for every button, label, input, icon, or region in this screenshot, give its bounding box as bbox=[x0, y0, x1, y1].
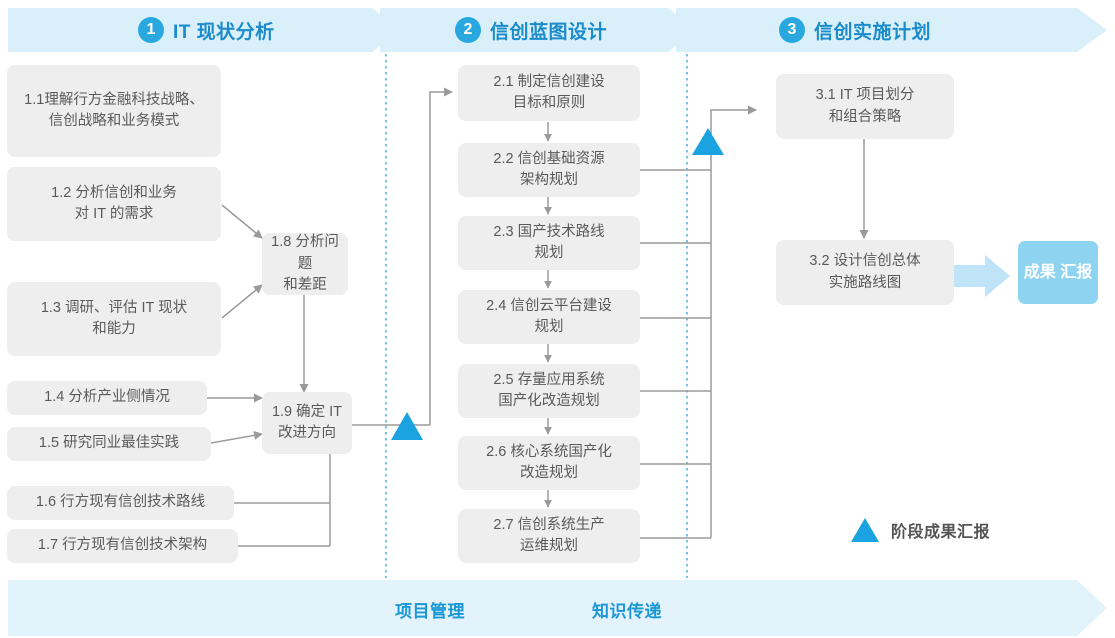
task-1-7-line-1: 1.7 行方现有信创技术架构 bbox=[37, 537, 208, 554]
task-box-2-3[interactable]: 2.3 国产技术路线 规划 bbox=[458, 216, 640, 270]
task-box-2-2[interactable]: 2.2 信创基础资源 架构规划 bbox=[458, 143, 640, 197]
task-2-6-line-1: 2.6 核心系统国产化 bbox=[486, 443, 612, 460]
task-box-1-1[interactable]: 1.1理解行方金融科技战略、 信创战略和业务模式 bbox=[7, 65, 221, 157]
task-1-3-line-1: 1.3 调研、评估 IT 现状 bbox=[40, 299, 188, 316]
task-box-2-1[interactable]: 2.1 制定信创建设 目标和原则 bbox=[458, 65, 640, 121]
task-1-8-line-1: 1.8 分析问题 bbox=[271, 234, 339, 272]
milestone-triangles bbox=[391, 128, 724, 440]
task-2-4-line-1: 2.4 信创云平台建设 bbox=[486, 297, 612, 314]
task-box-2-6[interactable]: 2.6 核心系统国产化 改造规划 bbox=[458, 436, 640, 490]
task-box-1-5[interactable]: 1.5 研究同业最佳实践 bbox=[7, 427, 211, 461]
result-badge[interactable]: 成果 汇报 bbox=[1018, 241, 1098, 304]
triangle-icon bbox=[851, 518, 879, 542]
phase-title-3: 信创实施计划 bbox=[814, 21, 932, 43]
phase-title-2: 信创蓝图设计 bbox=[490, 21, 608, 43]
task-2-5-line-1: 2.5 存量应用系统 bbox=[493, 371, 605, 388]
task-3-2-line-2: 实施路线图 bbox=[828, 274, 902, 291]
task-box-1-3[interactable]: 1.3 调研、评估 IT 现状 和能力 bbox=[7, 282, 221, 356]
task-1-3-line-2: 和能力 bbox=[92, 321, 136, 337]
task-3-1-line-1: 3.1 IT 项目划分 bbox=[815, 87, 915, 104]
task-box-3-1[interactable]: 3.1 IT 项目划分 和组合策略 bbox=[776, 74, 954, 139]
phase-number-1: 1 bbox=[138, 17, 164, 43]
task-1-9-line-1: 1.9 确定 IT bbox=[271, 403, 343, 420]
legend-label: 阶段成果汇报 bbox=[891, 524, 991, 541]
phase-header-3[interactable]: 3 信创实施计划 bbox=[779, 15, 931, 45]
task-2-1-line-1: 2.1 制定信创建设 bbox=[493, 73, 605, 90]
task-box-1-7[interactable]: 1.7 行方现有信创技术架构 bbox=[7, 529, 238, 563]
task-2-4-line-2: 规划 bbox=[534, 319, 564, 335]
phase-number-2: 2 bbox=[455, 17, 481, 43]
result-arrow bbox=[953, 255, 1010, 297]
phase2-output-bus bbox=[640, 105, 757, 539]
task-1-1-line-1: 1.1理解行方金融科技战略、 bbox=[24, 91, 204, 108]
result-badge-line-1: 成果 bbox=[1023, 263, 1056, 281]
task-3-2-line-1: 3.2 设计信创总体 bbox=[809, 253, 921, 270]
task-box-1-6[interactable]: 1.6 行方现有信创技术路线 bbox=[7, 486, 234, 520]
task-2-1-line-2: 目标和原则 bbox=[512, 95, 586, 111]
task-box-1-8[interactable]: 1.8 分析问题 和差距 bbox=[262, 233, 348, 295]
task-box-1-4[interactable]: 1.4 分析产业侧情况 bbox=[7, 381, 207, 415]
task-box-1-9[interactable]: 1.9 确定 IT 改进方向 bbox=[262, 392, 352, 454]
legend-milestone: 阶段成果汇报 bbox=[851, 518, 990, 542]
bottom-stream-band bbox=[8, 580, 1107, 636]
task-box-2-4[interactable]: 2.4 信创云平台建设 规划 bbox=[458, 290, 640, 344]
bottom-band-label-project-management[interactable]: 项目管理 bbox=[395, 602, 465, 621]
task-box-2-5[interactable]: 2.5 存量应用系统 国产化改造规划 bbox=[458, 364, 640, 418]
task-2-6-line-2: 改造规划 bbox=[520, 465, 578, 481]
phase-header-2[interactable]: 2 信创蓝图设计 bbox=[455, 15, 607, 45]
task-2-7-line-2: 运维规划 bbox=[520, 538, 578, 554]
task-box-1-2[interactable]: 1.2 分析信创和业务 对 IT 的需求 bbox=[7, 167, 221, 241]
task-1-8-line-2: 和差距 bbox=[283, 276, 327, 293]
result-badge-line-2: 汇报 bbox=[1060, 263, 1093, 281]
bottom-band-label-knowledge-transfer[interactable]: 知识传递 bbox=[592, 602, 662, 621]
task-2-2-line-1: 2.2 信创基础资源 bbox=[493, 150, 605, 167]
task-box-2-7[interactable]: 2.7 信创系统生产 运维规划 bbox=[458, 509, 640, 563]
task-2-7-line-1: 2.7 信创系统生产 bbox=[493, 516, 605, 533]
task-1-9-line-2: 改进方向 bbox=[277, 425, 336, 441]
task-2-3-line-2: 规划 bbox=[534, 245, 564, 261]
task-box-3-2[interactable]: 3.2 设计信创总体 实施路线图 bbox=[776, 240, 954, 305]
task-2-3-line-1: 2.3 国产技术路线 bbox=[493, 223, 605, 240]
task-2-5-line-2: 国产化改造规划 bbox=[498, 393, 600, 409]
phase-title-1: IT 现状分析 bbox=[173, 21, 275, 43]
task-2-2-line-2: 架构规划 bbox=[520, 172, 578, 188]
task-1-5-line-1: 1.5 研究同业最佳实践 bbox=[38, 435, 180, 452]
task-1-2-line-1: 1.2 分析信创和业务 bbox=[51, 184, 177, 201]
phase-header-1[interactable]: 1 IT 现状分析 bbox=[138, 15, 275, 45]
task-1-4-line-1: 1.4 分析产业侧情况 bbox=[44, 389, 170, 406]
phase1-to-phase2-connector bbox=[429, 87, 453, 425]
task-1-6-line-1: 1.6 行方现有信创技术路线 bbox=[35, 494, 206, 511]
task-1-2-line-2: 对 IT 的需求 bbox=[74, 206, 154, 222]
phase-number-3: 3 bbox=[779, 17, 805, 43]
task-1-1-line-2: 信创战略和业务模式 bbox=[48, 113, 180, 129]
task-3-1-line-2: 和组合策略 bbox=[828, 108, 902, 125]
